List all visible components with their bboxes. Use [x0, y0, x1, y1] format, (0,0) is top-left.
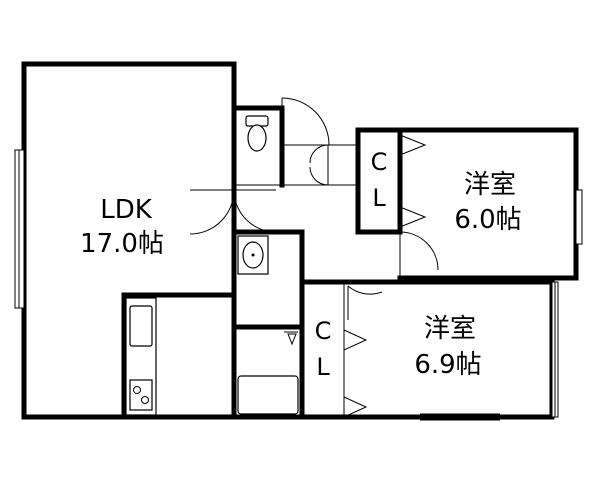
bedroom-1-name: 洋室	[464, 170, 516, 200]
bedroom-1-size: 6.0帖	[454, 205, 521, 235]
washroom	[233, 229, 305, 420]
closet-2-label-l: L	[316, 353, 330, 381]
bedroom-2-bottom-window	[420, 413, 500, 421]
ldk-window	[14, 149, 25, 309]
ldk-name: LDK	[100, 195, 153, 225]
toilet-room	[231, 105, 285, 188]
sink-icon	[129, 305, 153, 347]
room-ldk	[14, 61, 237, 420]
hall-closet	[282, 144, 358, 186]
room-bedroom-2	[299, 279, 559, 421]
ldk-size: 17.0帖	[80, 229, 164, 259]
closet-2: C L	[315, 317, 332, 381]
closet-1-label-c: C	[371, 148, 388, 176]
bathtub-icon	[237, 375, 299, 415]
room-bedroom-1	[355, 127, 583, 281]
toilet-icon	[245, 115, 269, 152]
closet-1: C L	[371, 148, 388, 212]
bedroom-2-window	[551, 281, 559, 418]
closet-2-label-c: C	[315, 317, 332, 345]
bedroom-1-window	[575, 189, 583, 245]
bathroom	[231, 324, 305, 420]
stove-icon	[129, 379, 153, 411]
bedroom-2-size: 6.9帖	[414, 350, 481, 380]
toilet-door	[281, 97, 330, 146]
closet-1-label-l: L	[372, 184, 386, 212]
bedroom-2-name: 洋室	[424, 314, 476, 344]
kitchen	[121, 292, 237, 420]
